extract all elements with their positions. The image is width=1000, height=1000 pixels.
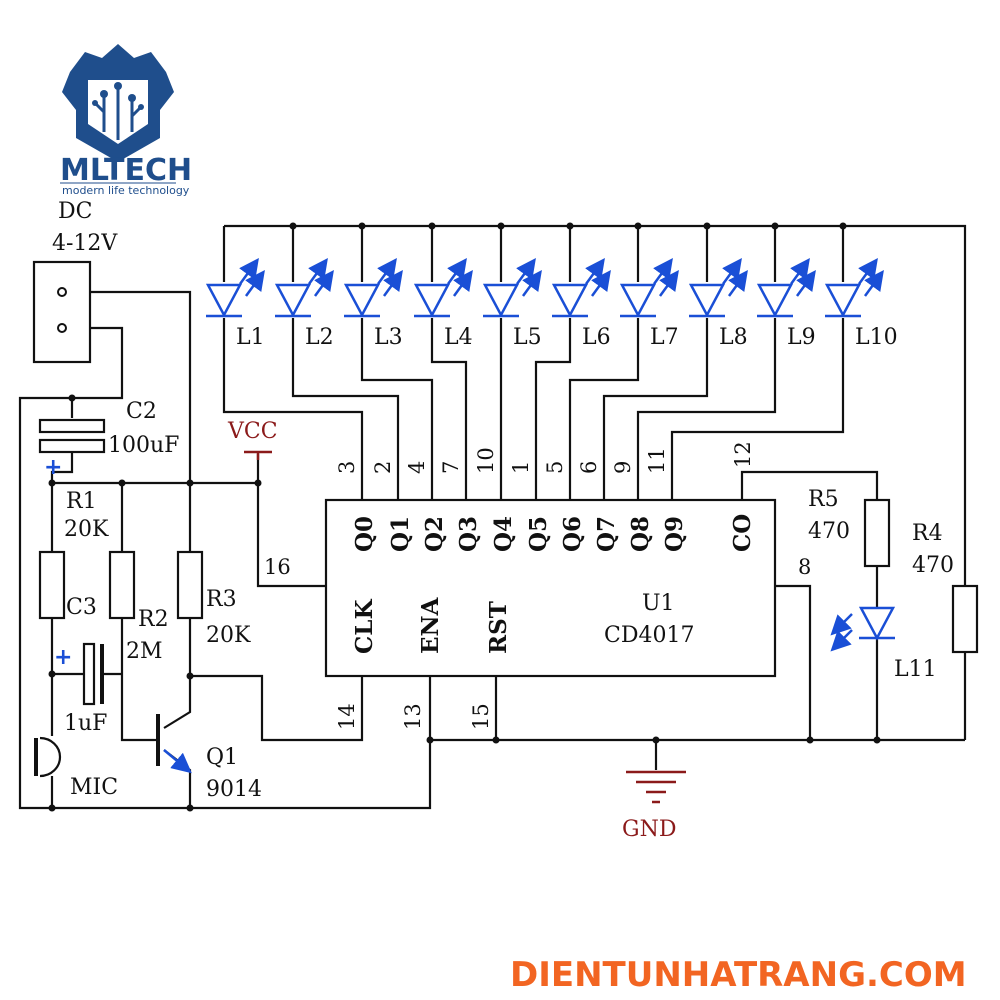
q1-ref: Q1 xyxy=(206,745,238,770)
ic-part: CD4017 xyxy=(604,623,694,648)
plus-icon: + xyxy=(44,455,62,480)
led-l4: L4 xyxy=(413,257,473,350)
ic-output-pin: 9 xyxy=(611,461,635,474)
ic-output-label: Q8 xyxy=(627,516,654,552)
r5-ref: R5 xyxy=(808,487,839,512)
r2-value: 2M xyxy=(126,639,163,664)
led-l1: L1 xyxy=(205,257,265,350)
ic-output-pin: 11 xyxy=(645,447,669,474)
r2-ref: R2 xyxy=(138,607,169,632)
led-label: L1 xyxy=(236,325,265,350)
led-label: L10 xyxy=(855,325,898,350)
resistor-r1: R1 20K xyxy=(38,489,109,620)
ic-output-pin: 7 xyxy=(439,461,463,474)
ic-output-label: Q1 xyxy=(387,516,414,552)
r4-value: 470 xyxy=(912,553,954,578)
vcc-symbol: VCC xyxy=(227,419,278,460)
mic-ref: MIC xyxy=(70,775,118,800)
q1-value: 9014 xyxy=(206,777,262,802)
led-label: L9 xyxy=(787,325,816,350)
c3-ref: C3 xyxy=(66,595,97,620)
dc-connector: DC 4-12V xyxy=(32,199,118,364)
mltech-logo: MLTECH modern life technology xyxy=(60,44,192,197)
led-label: L6 xyxy=(582,325,611,350)
led-row: L1 L2 L3 L4 L5 L6 L7 L8 L9 L10 xyxy=(205,257,898,350)
led-label: L2 xyxy=(305,325,334,350)
vdd-pin: 16 xyxy=(264,555,291,579)
c2-value: 100uF xyxy=(108,433,179,458)
brand-name: MLTECH xyxy=(60,153,192,188)
r1-ref: R1 xyxy=(66,489,97,514)
ic-output-pin: 2 xyxy=(371,461,395,474)
rst-label: RST xyxy=(485,601,512,654)
brand-tagline: modern life technology xyxy=(62,184,190,197)
vcc-label: VCC xyxy=(227,419,278,444)
led-l11: L11 xyxy=(830,606,937,682)
ena-pin: 13 xyxy=(401,703,425,730)
led-l10: L10 xyxy=(824,257,898,350)
ic-output-label: Q0 xyxy=(351,516,378,552)
led-label: L4 xyxy=(444,325,473,350)
c3-value: 1uF xyxy=(64,711,107,736)
ena-label: ENA xyxy=(417,596,444,654)
transistor-q1: Q1 9014 xyxy=(154,714,262,802)
ic-output-pin: 1 xyxy=(509,461,533,474)
ic-output-label: Q4 xyxy=(490,516,517,552)
plus-icon: + xyxy=(54,645,72,670)
capacitor-c3: C3 1uF + xyxy=(54,595,107,736)
led-label: L7 xyxy=(650,325,679,350)
r1-value: 20K xyxy=(64,517,109,542)
gnd-label: GND xyxy=(622,817,676,842)
ic-output-pin: 5 xyxy=(543,461,567,474)
led-label: L3 xyxy=(374,325,403,350)
led-l8: L8 xyxy=(688,257,748,350)
r5-value: 470 xyxy=(808,519,850,544)
co-label: CO xyxy=(729,514,756,552)
ic-output-label: Q7 xyxy=(593,516,620,552)
dc-voltage: 4-12V xyxy=(52,231,118,256)
microphone: MIC xyxy=(34,736,118,800)
website-watermark: DIENTUNHATRANG.COM xyxy=(510,955,967,995)
r4-ref: R4 xyxy=(912,521,943,546)
rst-pin: 15 xyxy=(469,703,493,730)
ic-output-pin: 3 xyxy=(335,461,359,474)
capacitor-c2: C2 100uF + xyxy=(38,399,179,480)
ic-output-label: Q2 xyxy=(421,516,448,552)
ic-output-label: Q9 xyxy=(661,516,688,552)
vss-pin: 8 xyxy=(798,555,811,579)
resistor-r3: R3 20K xyxy=(176,550,251,648)
led-l3: L3 xyxy=(343,257,403,350)
ic-output-pin: 10 xyxy=(474,447,498,474)
led-l7: L7 xyxy=(619,257,679,350)
r3-ref: R3 xyxy=(206,587,237,612)
ic-output-pin: 6 xyxy=(577,461,601,474)
c2-ref: C2 xyxy=(126,399,157,424)
resistor-r2: R2 2M xyxy=(108,550,169,664)
ic-output-label: Q5 xyxy=(525,516,552,552)
co-pin: 12 xyxy=(731,441,755,468)
clk-pin: 14 xyxy=(335,703,359,730)
ic-output-pin: 4 xyxy=(405,461,429,474)
circuit-icon xyxy=(94,88,142,140)
led-l9: L9 xyxy=(756,257,816,350)
l11-ref: L11 xyxy=(894,657,937,682)
led-l2: L2 xyxy=(274,257,334,350)
led-l5: L5 xyxy=(482,257,542,350)
dc-label: DC xyxy=(58,199,92,224)
led-label: L5 xyxy=(513,325,542,350)
clk-label: CLK xyxy=(351,599,378,654)
led-l6: L6 xyxy=(551,257,611,350)
ground-symbol xyxy=(626,770,686,804)
ic-ref: U1 xyxy=(642,591,675,616)
ic-output-label: Q6 xyxy=(559,516,586,552)
resistor-r5: R5 470 xyxy=(808,487,891,568)
junctions xyxy=(48,222,881,812)
ic-output-label: Q3 xyxy=(455,516,482,552)
resistor-r4: R4 470 xyxy=(912,521,979,654)
led-label: L8 xyxy=(719,325,748,350)
r3-value: 20K xyxy=(206,623,251,648)
